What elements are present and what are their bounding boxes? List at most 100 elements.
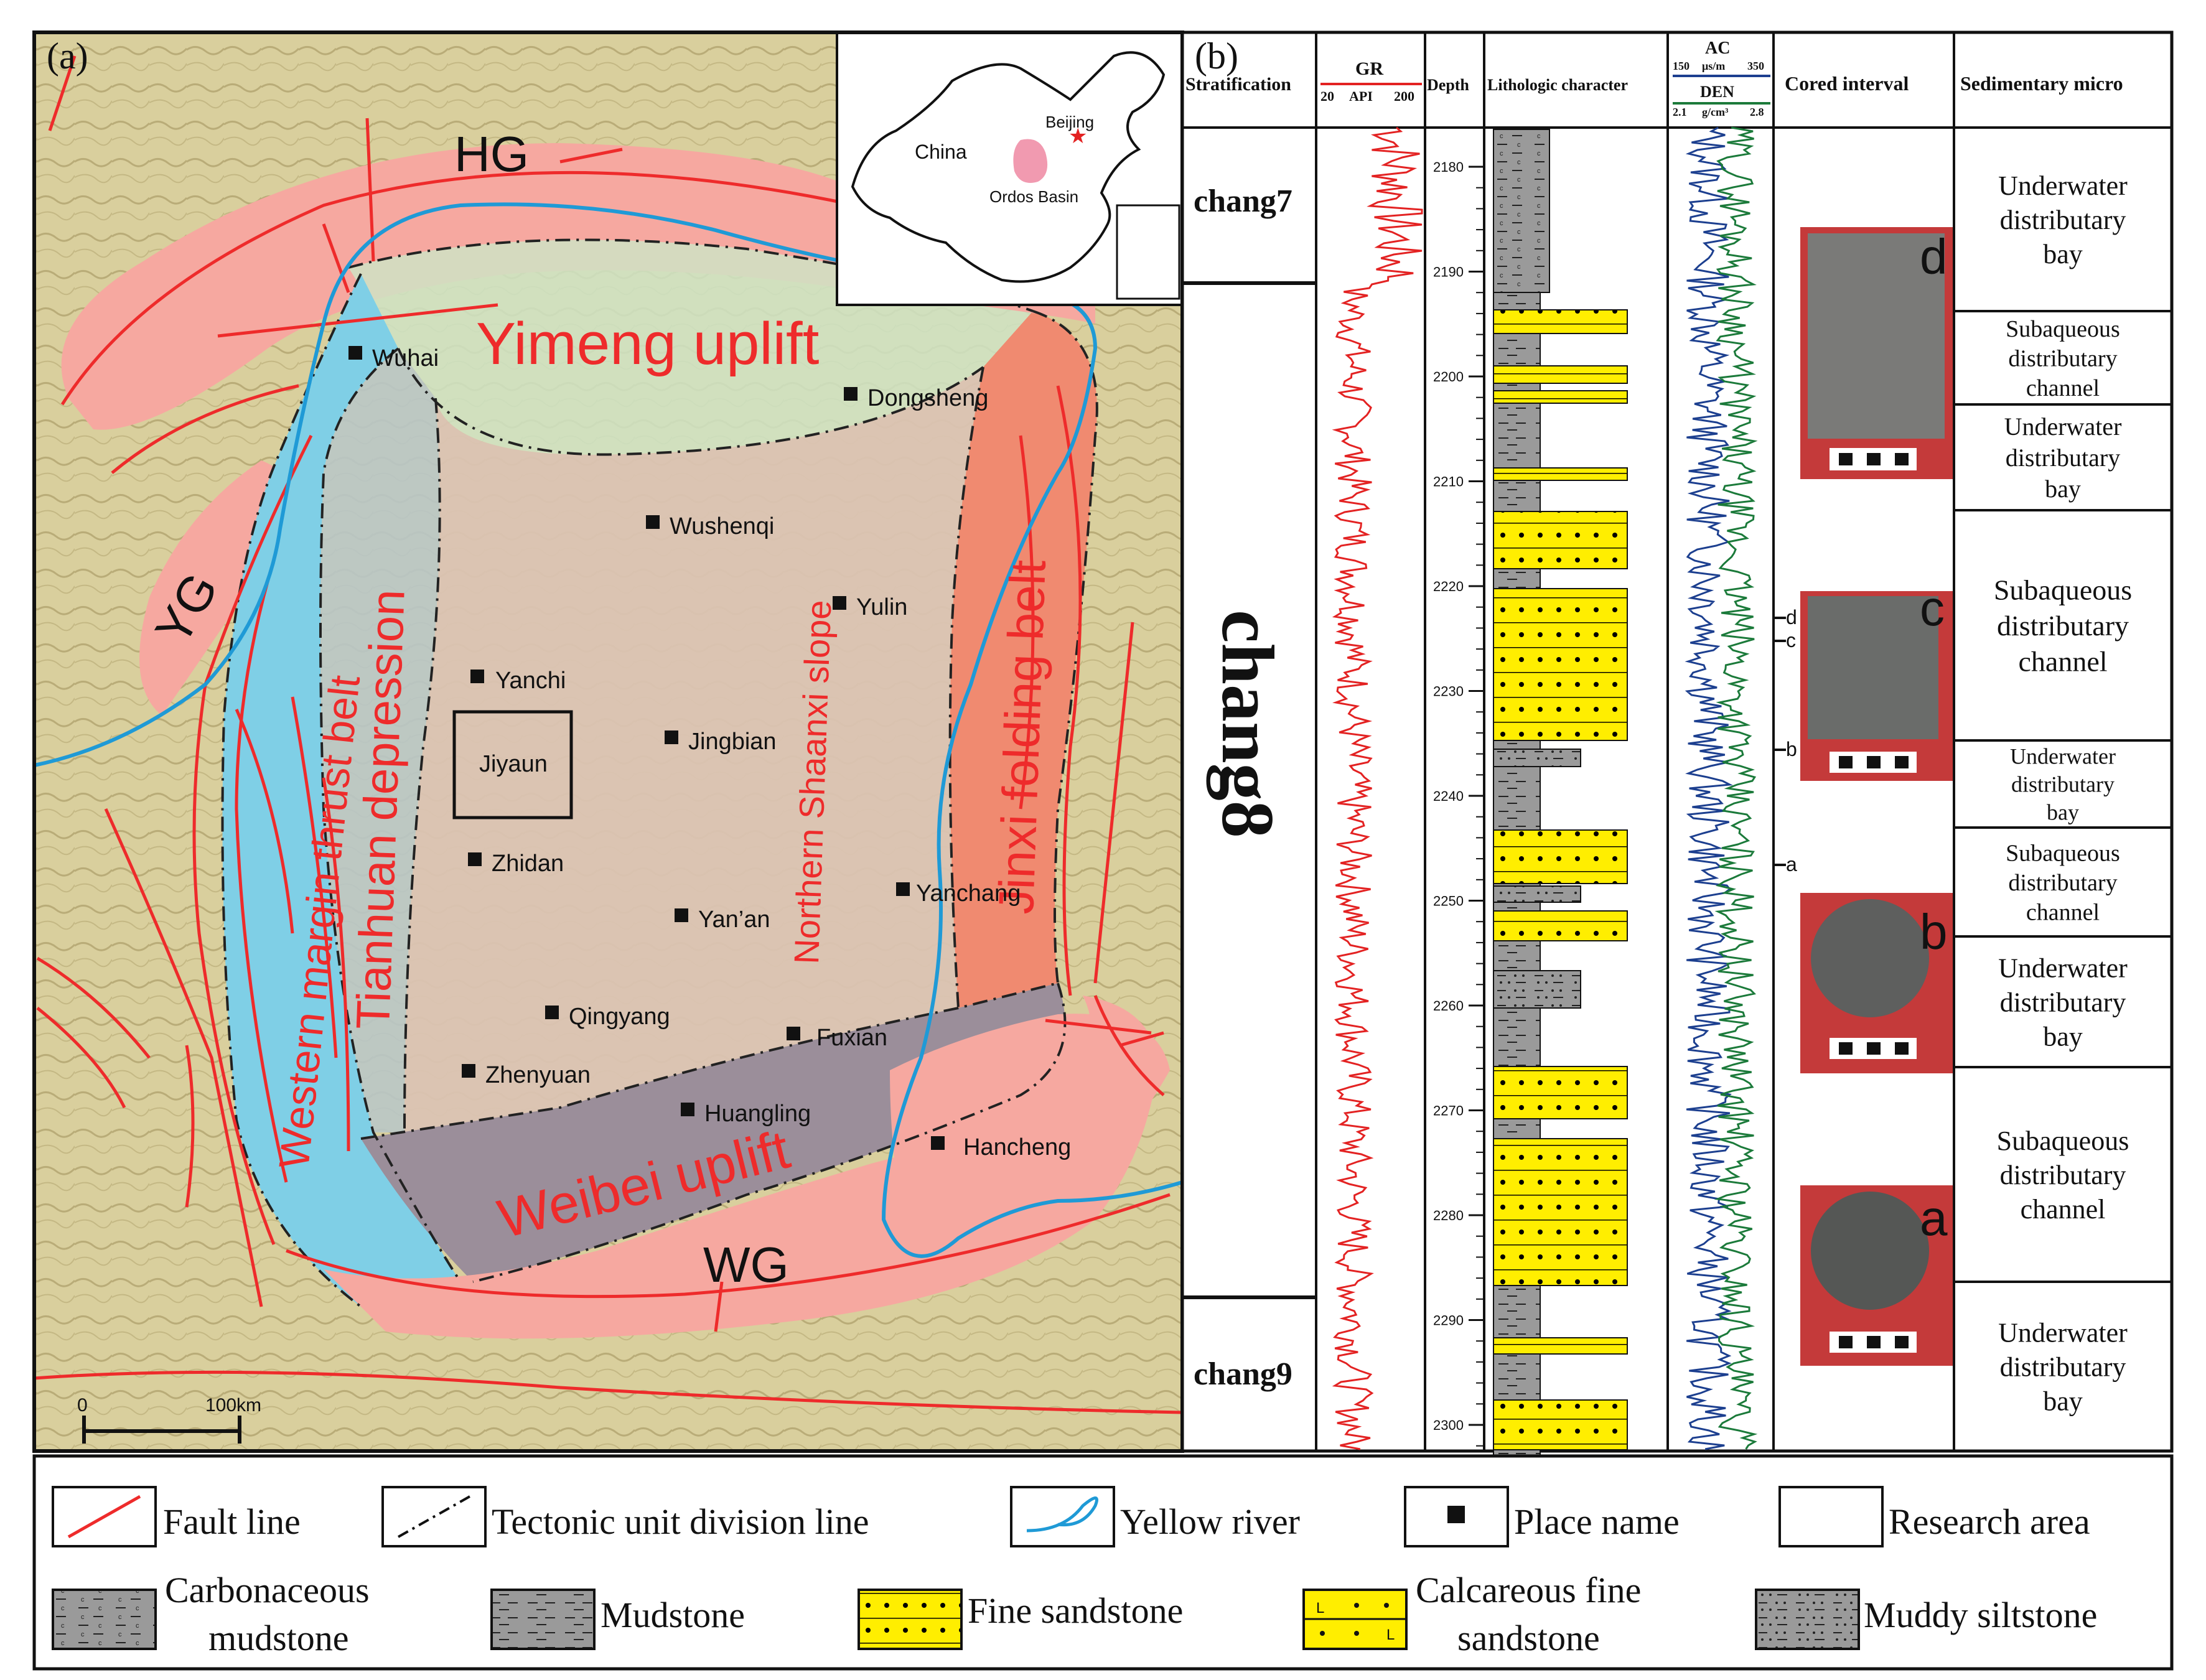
header-gr-max: 200: [1394, 88, 1414, 104]
log-curves: [1332, 126, 1758, 1450]
litho-sand-8: [1493, 910, 1628, 941]
legend-fine: Fine sandstone: [858, 1589, 1183, 1650]
litho-silt-2: [1493, 885, 1581, 903]
legend-place-label: Place name: [1514, 1501, 1680, 1542]
map-panel: (a) HG Yimeng uplift YG Western margin t…: [32, 30, 1184, 1453]
strat-chang9: chang9: [1194, 1356, 1292, 1392]
zone-northern: [404, 367, 983, 1132]
inset-country: China: [915, 141, 967, 163]
legend-mud-label: Mudstone: [601, 1595, 745, 1635]
legend-research: Research area: [1778, 1486, 2090, 1547]
header-den-min: 2.1: [1673, 106, 1687, 118]
header-ac-max: 350: [1747, 60, 1764, 72]
legend-silt-label: Muddy siltstone: [1864, 1595, 2097, 1635]
core-letter-c: c: [1920, 581, 1945, 636]
ac-curve: [1685, 126, 1733, 1450]
inset-capital: Beijing: [1045, 113, 1094, 131]
legend-calc: L L Calcareous fine sandstone: [1302, 1570, 1641, 1658]
litho-sand-7: [1493, 829, 1628, 884]
header-den-max: 2.8: [1750, 106, 1764, 118]
litho-sand-10: [1493, 1138, 1628, 1286]
legend-fine-label: Fine sandstone: [968, 1590, 1183, 1631]
place-fuxian: Fuxian: [816, 1025, 887, 1051]
core-marks: d c b a: [1774, 606, 1797, 875]
depth-label: 2190: [1433, 264, 1464, 280]
depth-label: 2230: [1433, 684, 1464, 699]
litho-sand-12: [1493, 1399, 1628, 1450]
litho-sand-2: [1493, 365, 1628, 384]
svg-text:L: L: [1386, 1626, 1395, 1643]
depth-label: 2270: [1433, 1103, 1464, 1119]
place-jingbian: Jingbian: [688, 729, 777, 755]
core-mark-a: a: [1786, 853, 1797, 875]
inset-ordos: [1013, 139, 1048, 183]
core-mark-b: b: [1786, 738, 1797, 760]
place-dongsheng: Dongsheng: [867, 385, 988, 411]
depth-label: 2300: [1433, 1417, 1464, 1433]
core-letter-d: d: [1920, 229, 1948, 284]
header-gr-min: 20: [1320, 88, 1334, 104]
core-mark-c: c: [1786, 629, 1796, 651]
svg-text:L: L: [1316, 1600, 1324, 1617]
log-panel: (b) Stratification GR 20 API 200 Depth L…: [1180, 30, 2174, 1538]
legend-carb: Carbonaceous mudstone: [52, 1570, 370, 1658]
scale-bar: 0 100km: [77, 1395, 261, 1444]
core-letter-b: b: [1920, 904, 1948, 959]
legend-fault: Fault line: [52, 1486, 301, 1547]
depth-label: 2180: [1433, 159, 1464, 175]
place-yanchang: Yanchang: [916, 880, 1021, 907]
depth-label: 2290: [1433, 1313, 1464, 1328]
place-hancheng: Hancheng: [963, 1134, 1071, 1160]
place-yulin: Yulin: [856, 594, 907, 620]
den-curve: [1714, 126, 1758, 1450]
litho-sand-6: [1493, 588, 1628, 741]
yellow-river: [34, 202, 1183, 1258]
inset-basin: Ordos Basin: [989, 187, 1078, 206]
depth-label: 2210: [1433, 474, 1464, 490]
legend-carb-label-2: mudstone: [208, 1618, 349, 1658]
place-labels: Wuhai Dongsheng Wushenqi Yulin Yanchi Ji…: [372, 345, 1071, 1160]
inset-star: ★: [1068, 124, 1087, 149]
core-photos: d c b a: [1800, 227, 1953, 1366]
depth-label: 2260: [1433, 998, 1464, 1014]
header-gr-unit: API: [1349, 88, 1373, 104]
litho-sand-3: [1493, 390, 1628, 404]
legend-place: Place name: [1404, 1486, 1680, 1547]
legend-tectonic-label: Tectonic unit division line: [492, 1501, 869, 1542]
panel-b-label: (b): [1195, 35, 1238, 77]
inset-china-outline: [851, 51, 1166, 283]
unit-wg: WG: [703, 1237, 789, 1292]
depth-axis: 2180219022002210222022302240225022602270…: [1433, 159, 1484, 1447]
depth-label: 2220: [1433, 579, 1464, 594]
header-ac: AC: [1705, 39, 1730, 58]
scale-end: 100km: [205, 1395, 261, 1416]
place-huangling: Huangling: [704, 1101, 811, 1127]
header-litho: Lithologic character: [1487, 76, 1628, 94]
research-area-box: [452, 710, 573, 819]
strat-chang7: chang7: [1194, 184, 1292, 219]
place-wuhai: Wuhai: [372, 345, 439, 371]
place-jiyaun: Jiyaun: [479, 751, 548, 777]
header-strat: Stratification: [1185, 74, 1291, 95]
litho-carb: [1493, 129, 1550, 293]
zone-tianhuan: [320, 348, 440, 1132]
litho-silt-1: [1493, 749, 1581, 767]
legend-mud: Mudstone: [490, 1589, 745, 1650]
place-wushenqi: Wushenqi: [670, 513, 774, 539]
header-gr: GR: [1355, 58, 1383, 79]
fault-lines: [34, 55, 1183, 1414]
place-zhidan: Zhidan: [492, 851, 564, 877]
core-mark-d: d: [1786, 606, 1797, 628]
zone-jinxi: [950, 311, 1097, 1008]
legend-calc-label-1: Calcareous fine: [1416, 1570, 1641, 1610]
header-depth: Depth: [1427, 76, 1469, 94]
place-markers: [348, 346, 945, 1150]
panel-a-label: (a): [47, 35, 88, 77]
